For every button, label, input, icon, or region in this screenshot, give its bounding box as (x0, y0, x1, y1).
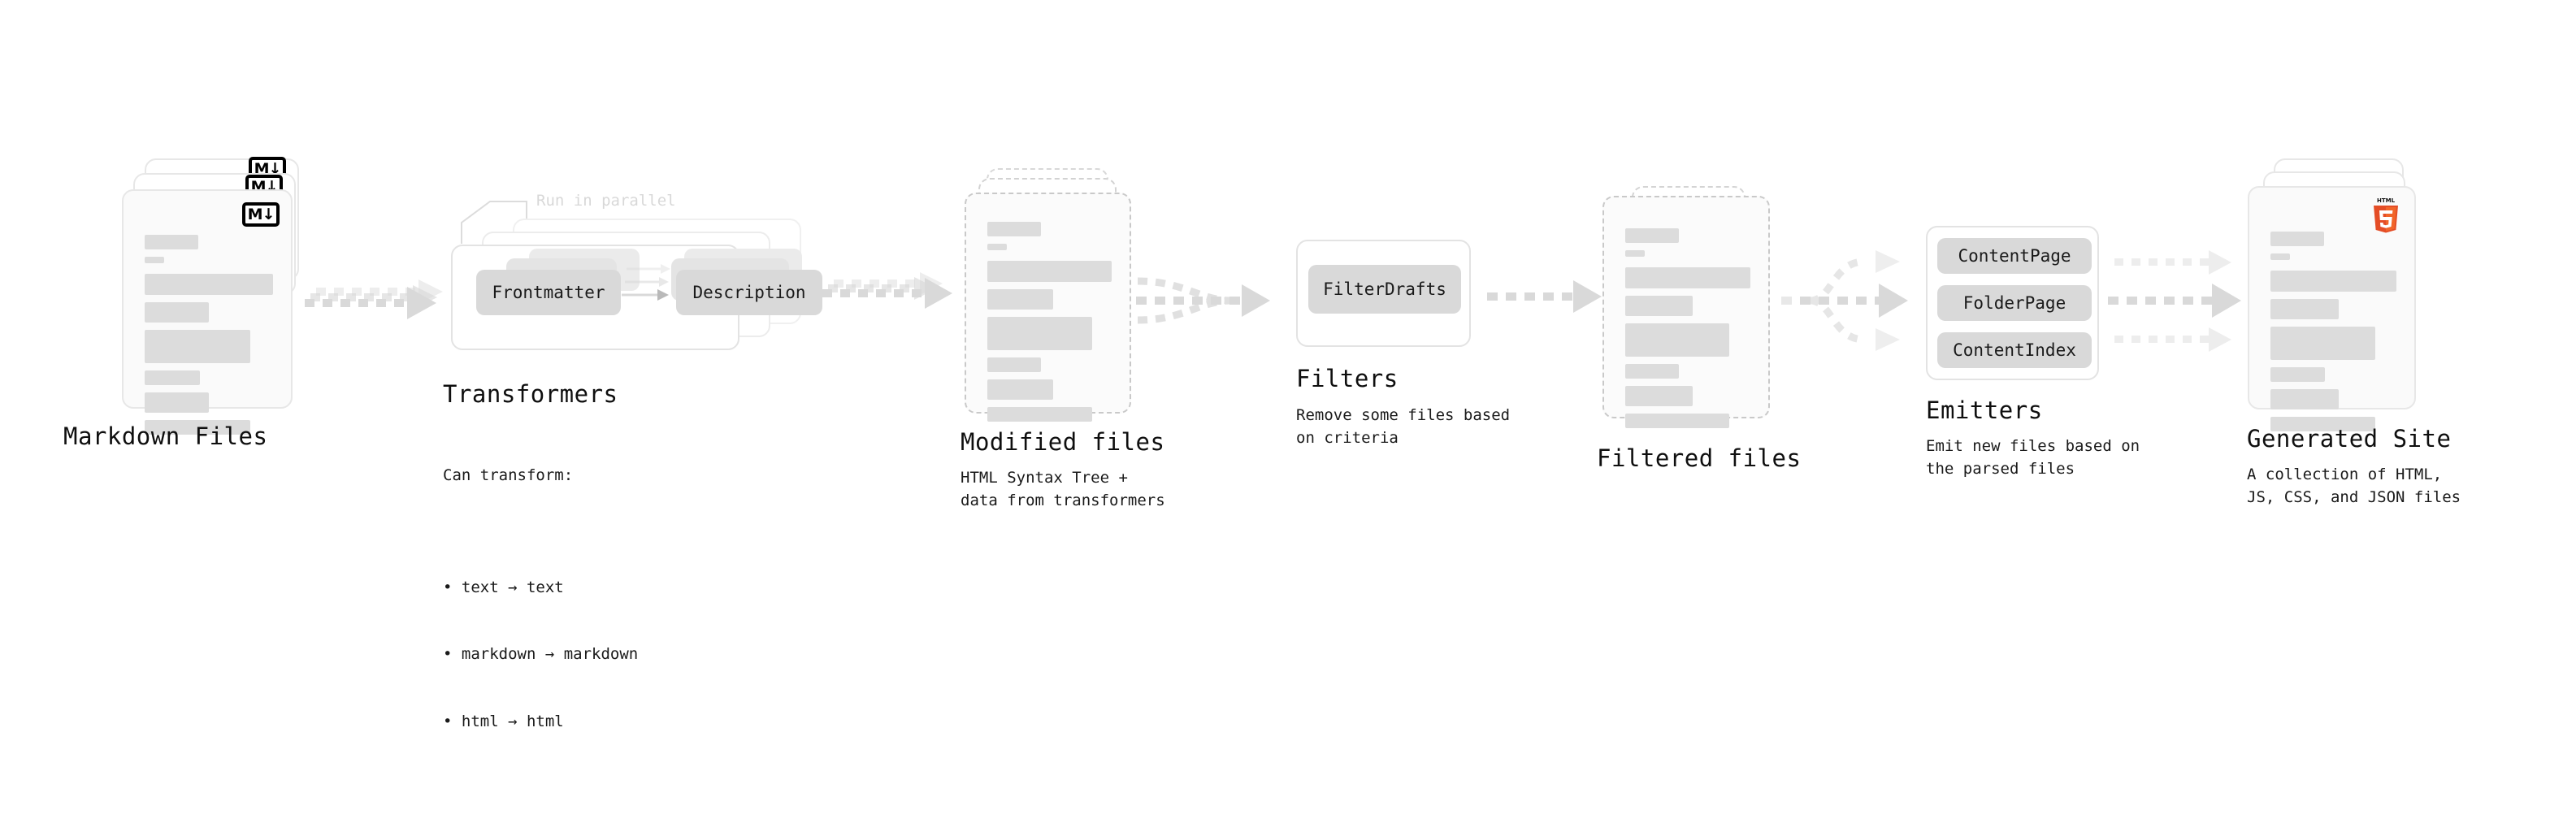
stage-title-filters: Filters (1296, 365, 1399, 392)
stage-title-generated-site: Generated Site (2247, 425, 2452, 453)
generated-card-front-html: HTML (2248, 186, 2416, 431)
transformers-bullet-0: • text → text (443, 578, 564, 596)
emitter-chip-contentindex[interactable]: ContentIndex (1937, 332, 2092, 368)
transformers-subtitle-lead: Can transform: (443, 466, 574, 485)
stage-subtitle-modified-files: HTML Syntax Tree + data from transformer… (961, 469, 1165, 509)
stage-title-markdown-files: Markdown Files (63, 422, 268, 450)
transformer-chip-description[interactable]: Description (676, 270, 822, 315)
stage-markdown-files: M↓ M↓ M↓ Markdown Files (63, 157, 309, 450)
modified-card-front (965, 193, 1131, 422)
stage-subtitle-emitters: Emit new files based on the parsed files (1926, 437, 2140, 478)
file-card-front: M↓ (122, 189, 293, 435)
modified-content-placeholder (987, 222, 1112, 422)
connector-transformers-to-modified (822, 272, 952, 309)
transformer-chip-frontmatter[interactable]: Frontmatter (476, 270, 621, 315)
stage-filtered-files: Filtered files (1597, 186, 1801, 472)
stage-subtitle-transformers: Can transform: • text → text • markdown … (443, 420, 638, 823)
filters-panel: FilterDrafts (1296, 240, 1471, 347)
stage-title-modified-files: Modified files (961, 428, 1165, 456)
connector-modified-to-filters (1136, 277, 1270, 324)
stage-title-transformers: Transformers (443, 380, 618, 408)
emitter-chip-folderpage[interactable]: FolderPage (1937, 285, 2092, 321)
transformers-bullet-1: • markdown → markdown (443, 645, 639, 664)
stage-subtitle-filters: Remove some files based on criteria (1296, 406, 1511, 447)
filtered-file-stack (1602, 186, 1781, 438)
stage-subtitle-generated-site: A collection of HTML, JS, CSS, and JSON … (2247, 466, 2461, 506)
stage-generated-site: CSS HTML (2247, 158, 2461, 506)
markdown-badge-front: M↓ (242, 202, 280, 227)
connector-filters-to-filtered (1487, 280, 1602, 313)
stage-title-emitters: Emitters (1926, 396, 2043, 424)
pipeline-diagram: M↓ M↓ M↓ Markdown Files (63, 157, 2461, 731)
run-in-parallel-bracket (461, 201, 527, 244)
svg-text:HTML: HTML (2377, 197, 2396, 204)
filtered-card-front (1602, 196, 1770, 428)
generated-content-placeholder (2270, 232, 2396, 431)
connector-filtered-to-emitters (1781, 250, 1908, 351)
filter-chip-filterdrafts[interactable]: FilterDrafts (1308, 265, 1461, 314)
transformers-bullet-2: • html → html (443, 713, 564, 731)
filtered-content-placeholder (1625, 228, 1750, 428)
connector-emitters-to-site (2108, 250, 2241, 352)
connector-markdown-to-transformers (305, 279, 443, 319)
emitters-panel: ContentPage FolderPage ContentIndex (1926, 226, 2099, 380)
file-content-placeholder (145, 235, 273, 435)
markdown-file-stack: M↓ M↓ M↓ (122, 157, 309, 435)
run-in-parallel-label: Run in parallel (536, 192, 676, 210)
transformer-inner-arrows (622, 264, 670, 301)
transformers-bullet-list: • text → text • markdown → markdown • ht… (443, 532, 638, 778)
stage-title-filtered-files: Filtered files (1597, 444, 1802, 472)
modified-file-stack (962, 168, 1141, 436)
html5-icon: HTML (2370, 196, 2402, 233)
stage-modified-files: Modified files HTML Syntax Tree + data f… (961, 168, 1165, 509)
emitter-chip-contentpage[interactable]: ContentPage (1937, 238, 2092, 274)
generated-file-stack: CSS HTML (2247, 158, 2434, 431)
